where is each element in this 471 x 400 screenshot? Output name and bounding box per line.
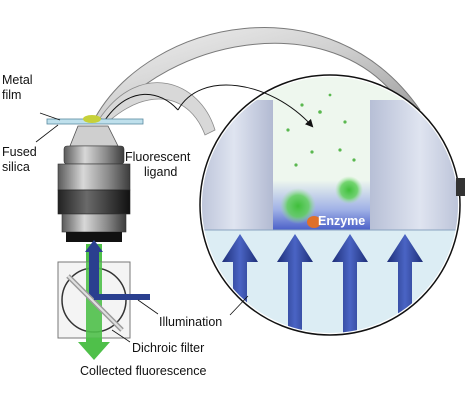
fused-silica-label-1: Fused [2, 145, 37, 159]
collected-fluorescence-label: Collected fluorescence [80, 364, 207, 378]
enzyme-label: Enzyme [318, 214, 365, 228]
illumination-inset-leader [229, 295, 249, 316]
collected-fluorescence-arrow [78, 338, 110, 360]
well-callout-curve [177, 84, 314, 128]
ligand-callout-curve [104, 93, 179, 121]
illumination-leader [137, 299, 159, 315]
bound-ligand-glow [280, 188, 316, 224]
well-wall-right [370, 100, 458, 230]
fluorescent-ligand-label-2: ligand [144, 165, 177, 179]
dichroic-filter-label: Dichroic filter [132, 341, 204, 355]
free-ligand-glow [335, 176, 363, 204]
enzyme-blob [307, 216, 321, 228]
magnification-funnel-lower [99, 82, 216, 136]
illumination-arrows [222, 234, 423, 333]
fused-silica-leader [35, 124, 59, 143]
metal-film-leader [39, 112, 61, 121]
inset-tab [456, 178, 465, 196]
illumination-input-arrow [94, 294, 150, 300]
fluorescent-ligand-label-1: Fluorescent [125, 150, 191, 164]
metal-film-label-2: film [2, 88, 21, 102]
fused-silica-label-2: silica [2, 160, 30, 174]
objective-lens [57, 125, 131, 242]
illumination-up-arrowhead [85, 240, 103, 262]
sample-plate [46, 115, 144, 125]
illumination-label: Illumination [159, 315, 222, 329]
magnification-funnel [94, 27, 421, 121]
sample-spot [83, 115, 101, 123]
dichroic-leader [111, 329, 131, 343]
metal-film-label-1: Metal [2, 73, 33, 87]
zoom-inset: Enzyme [199, 74, 465, 336]
ligand-dots [286, 93, 356, 167]
